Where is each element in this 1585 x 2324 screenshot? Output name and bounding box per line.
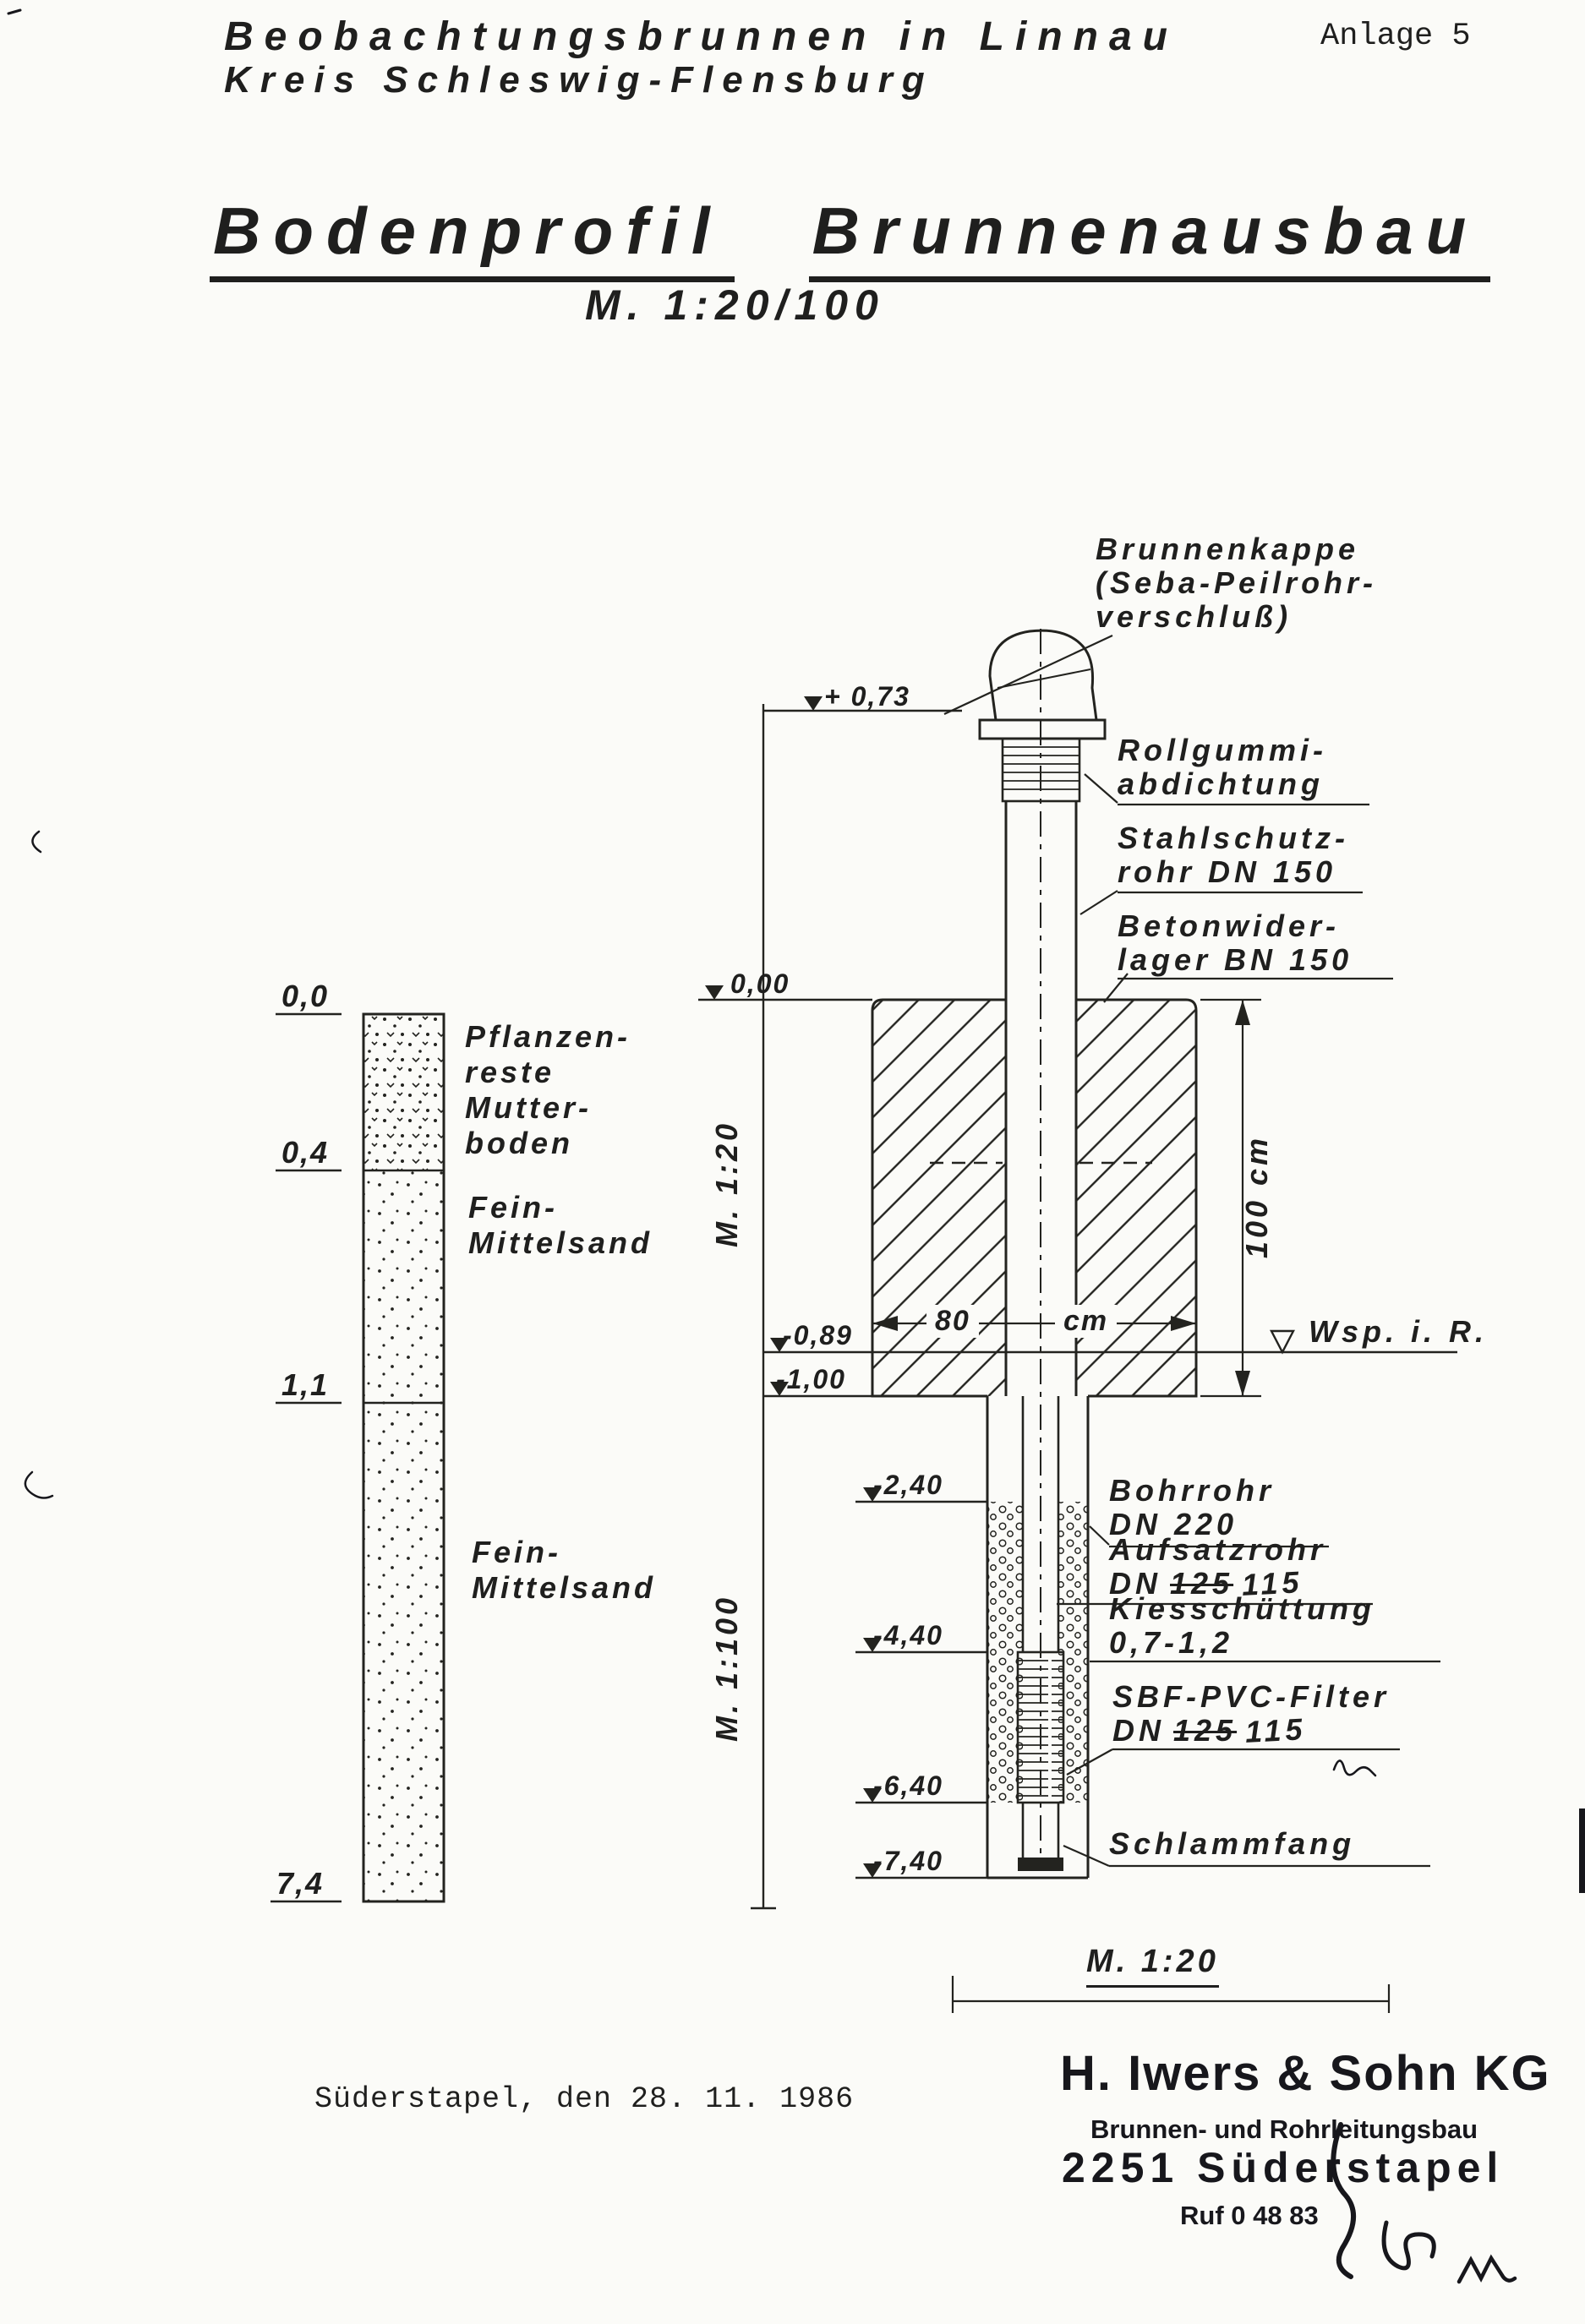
layer-label-line: Pflanzen- bbox=[465, 1019, 631, 1054]
callout-line: 0,7-1,2 bbox=[1109, 1625, 1234, 1660]
callout-line: Betonwider- bbox=[1118, 908, 1341, 943]
elevation-minus-4-40: -4,40 bbox=[873, 1620, 943, 1650]
elevation-minus-2-40: -2,40 bbox=[873, 1470, 943, 1500]
callout-rubber-seal: Rollgummi- abdichtung bbox=[1118, 734, 1327, 801]
layer-label-line: Fein- bbox=[472, 1535, 561, 1569]
depth-label-0-4: 0,4 bbox=[281, 1135, 330, 1170]
layer-label-sand-lower: Fein- Mittelsand bbox=[472, 1535, 656, 1606]
drawing-title-word1: Bodenprofil bbox=[210, 193, 735, 282]
callout-leader-lines bbox=[943, 635, 1440, 1868]
scale-upper-label: M. 1:20 bbox=[709, 1120, 744, 1248]
dn-prefix: DN bbox=[1109, 1566, 1161, 1601]
height-dimension-label: 100 cm bbox=[1239, 1134, 1274, 1259]
callout-gravel-pack: Kiesschüttung 0,7-1,2 bbox=[1109, 1592, 1375, 1660]
company-city: 2251 Süderstapel bbox=[1062, 2144, 1505, 2191]
handwritten-marks bbox=[7, 8, 1585, 2284]
layer-label-line: reste bbox=[465, 1055, 555, 1089]
date-line: Süderstapel, den 28. 11. 1986 bbox=[314, 2082, 855, 2116]
depth-label-7-4: 7,4 bbox=[276, 1866, 325, 1901]
drawing-scale-subtitle: M. 1:20/100 bbox=[585, 281, 885, 329]
layer-label-line: Mittelsand bbox=[472, 1570, 657, 1605]
company-subtitle: Brunnen- und Rohrleitungsbau bbox=[1090, 2114, 1478, 2144]
callout-dn-line: DN 125 115 bbox=[1112, 1711, 1390, 1749]
callout-bore-pipe: Bohrrohr DN 220 bbox=[1109, 1474, 1275, 1541]
callout-line: (Seba-Peilrohr- bbox=[1096, 565, 1378, 600]
elevation-minus-6-40: -6,40 bbox=[873, 1770, 943, 1801]
well-structure bbox=[871, 629, 1198, 1879]
layer-label-line: Mittelsand bbox=[468, 1225, 653, 1260]
water-level-label: Wsp. i. R. bbox=[1309, 1314, 1488, 1349]
width-dimension-value: 80 bbox=[926, 1305, 979, 1338]
callout-filter: SBF-PVC-Filter DN 125 115 bbox=[1112, 1679, 1391, 1749]
elevation-0-00: 0,00 bbox=[730, 968, 790, 999]
layer-label-topsoil: Pflanzen- reste Mutter- boden bbox=[465, 1019, 631, 1161]
document-title-line1: Beobachtungsbrunnen in Linnau bbox=[224, 14, 1178, 59]
depth-label-1-1: 1,1 bbox=[281, 1367, 330, 1402]
dn-struck-value: 125 bbox=[1173, 1713, 1238, 1748]
annex-number: Anlage 5 bbox=[1320, 19, 1471, 54]
callout-line: SBF-PVC-Filter bbox=[1112, 1679, 1391, 1714]
scale-lower-label: M. 1:100 bbox=[709, 1594, 744, 1743]
elevation-minus-0-89: -0,89 bbox=[783, 1320, 853, 1350]
dn-handwritten-value: 115 bbox=[1244, 1711, 1308, 1749]
drawing-title: Bodenprofil Brunnenausbau bbox=[210, 193, 1491, 282]
elevation-scale bbox=[698, 696, 1457, 1910]
width-dimension-unit: cm bbox=[1055, 1305, 1118, 1338]
well-cap-graphic bbox=[978, 629, 1107, 740]
dn-prefix: DN bbox=[1112, 1713, 1165, 1748]
callout-line: lager BN 150 bbox=[1118, 942, 1353, 977]
elevation-minus-7-40: -7,40 bbox=[873, 1846, 943, 1876]
drawing-title-word2: Brunnenausbau bbox=[808, 193, 1491, 282]
water-table-symbol bbox=[1270, 1329, 1295, 1355]
elevation-minus-1-00: -1,00 bbox=[776, 1364, 846, 1394]
callout-riser-pipe: Aufsatzrohr DN 125 115 bbox=[1109, 1532, 1327, 1602]
callout-line: Kiesschüttung bbox=[1109, 1591, 1376, 1626]
riser-pipe-graphic bbox=[1021, 1396, 1060, 1652]
callout-line: abdichtung bbox=[1118, 766, 1324, 801]
callout-line: Rollgummi- bbox=[1118, 733, 1327, 767]
callout-line: Stahlschutz- bbox=[1118, 821, 1350, 855]
level-marker-triangles bbox=[705, 696, 882, 1878]
callout-steel-pipe: Stahlschutz- rohr DN 150 bbox=[1118, 821, 1349, 889]
callout-well-cap: Brunnenkappe (Seba-Peilrohr- verschluß) bbox=[1096, 532, 1377, 634]
concrete-anchor-graphic bbox=[871, 998, 1198, 1398]
callout-line: verschluß) bbox=[1096, 599, 1293, 634]
depth-label-0-0: 0,0 bbox=[281, 979, 330, 1013]
callout-sump: Schlammfang bbox=[1109, 1826, 1356, 1861]
scale-bottom-label: M. 1:20 bbox=[1086, 1944, 1219, 1988]
callout-line: DN 220 bbox=[1109, 1507, 1238, 1541]
callout-line: Brunnenkappe bbox=[1096, 532, 1360, 566]
layer-label-sand-upper: Fein- Mittelsand bbox=[468, 1190, 653, 1261]
callout-dn-line: DN 125 115 bbox=[1109, 1564, 1326, 1602]
soil-column-graphic bbox=[271, 1012, 445, 1903]
dimension-lines bbox=[872, 998, 1391, 2013]
company-phone: Ruf 0 48 83 bbox=[1180, 2201, 1319, 2230]
callout-line: Bohrrohr bbox=[1109, 1473, 1275, 1508]
dn-struck-value: 125 bbox=[1170, 1566, 1234, 1601]
callout-concrete-anchor: Betonwider- lager BN 150 bbox=[1118, 909, 1353, 977]
layer-label-line: Mutter- bbox=[465, 1090, 592, 1125]
layer-label-line: Fein- bbox=[468, 1190, 558, 1225]
company-name: H. Iwers & Sohn KG bbox=[1060, 2046, 1551, 2101]
document-title-line2: Kreis Schleswig-Flensburg bbox=[224, 59, 934, 101]
callout-line: rohr DN 150 bbox=[1118, 854, 1337, 889]
callout-line: Aufsatzrohr bbox=[1109, 1532, 1327, 1567]
layer-label-line: boden bbox=[465, 1126, 573, 1160]
elevation-plus-0-73: + 0,73 bbox=[824, 681, 910, 712]
